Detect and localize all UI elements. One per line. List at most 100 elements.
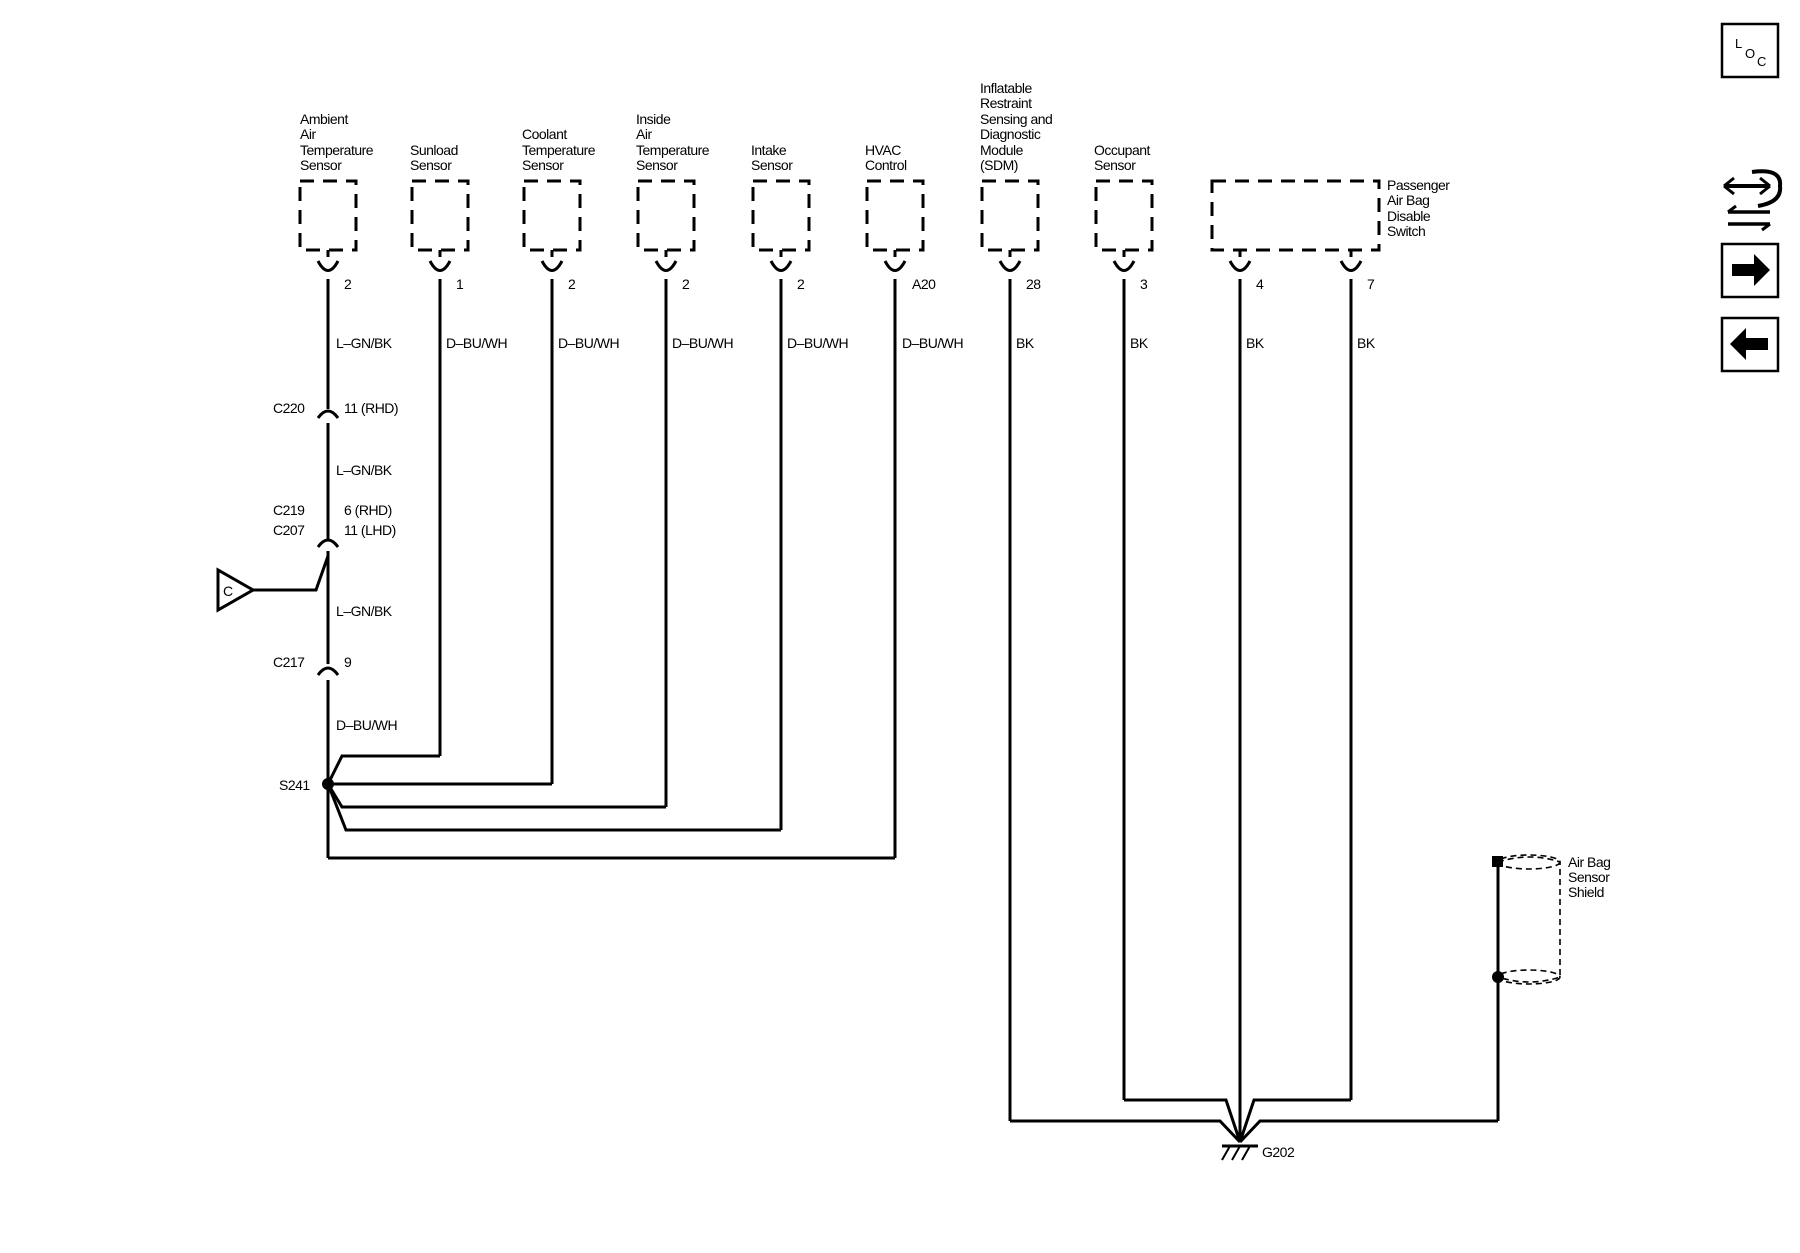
- next-page-button[interactable]: [1720, 242, 1780, 299]
- box-sdm: [980, 179, 1040, 252]
- svg-text:3: 3: [1140, 276, 1148, 292]
- loc-icon: L: [1735, 36, 1742, 51]
- svg-text:11 (LHD): 11 (LHD): [344, 522, 396, 538]
- pin-intake: [769, 250, 793, 272]
- component-boxes: [298, 179, 1381, 252]
- pin-sdm: [998, 250, 1022, 272]
- svg-text:28: 28: [1026, 276, 1041, 292]
- svg-text:2: 2: [797, 276, 805, 292]
- svg-text:C: C: [223, 583, 233, 599]
- label-ambient-air-temperature-sensor: Ambient Air Temperature Sensor: [300, 111, 374, 173]
- svg-text:4: 4: [1256, 276, 1264, 292]
- svg-text:D–BU/WH: D–BU/WH: [446, 335, 507, 351]
- wire-color-labels: L–GN/BK D–BU/WH D–BU/WH D–BU/WH D–BU/WH …: [336, 335, 1376, 733]
- svg-text:Air: Air: [636, 126, 652, 142]
- box-intake-sensor: [751, 179, 811, 252]
- svg-text:A20: A20: [912, 276, 936, 292]
- svg-text:Inside: Inside: [636, 111, 671, 127]
- pin-occupant: [1112, 250, 1136, 272]
- pin-hvac: [883, 250, 907, 272]
- label-sdm: Inflatable Restraint Sensing and Diagnos…: [980, 80, 1053, 173]
- pin-coolant: [540, 250, 564, 272]
- air-bag-sensor-shield: Air Bag Sensor Shield: [1492, 854, 1611, 985]
- svg-text:Ambient: Ambient: [300, 111, 348, 127]
- svg-text:L–GN/BK: L–GN/BK: [336, 603, 393, 619]
- svg-text:Diagnostic: Diagnostic: [980, 126, 1041, 142]
- svg-text:D–BU/WH: D–BU/WH: [787, 335, 848, 351]
- offpage-branch-wire: [253, 555, 330, 592]
- svg-text:2: 2: [568, 276, 576, 292]
- loc-button[interactable]: L O C: [1720, 22, 1780, 79]
- label-inside-air-temperature-sensor: Inside Air Temperature Sensor: [636, 111, 710, 173]
- arrow-right-icon: [1732, 254, 1770, 286]
- box-sunload-sensor: [410, 179, 470, 252]
- box-hvac-control: [865, 179, 925, 252]
- svg-text:2: 2: [344, 276, 352, 292]
- connector-c220-symbol: [316, 409, 340, 419]
- box-ambient-sensor: [298, 179, 358, 252]
- svg-text:Sensor: Sensor: [1094, 157, 1136, 173]
- box-inside-air-sensor: [636, 179, 696, 252]
- label-occupant-sensor: Occupant Sensor: [1094, 142, 1151, 173]
- ambient-circuit: [253, 279, 340, 858]
- svg-text:Passenger: Passenger: [1387, 177, 1450, 193]
- svg-text:C: C: [1757, 54, 1766, 69]
- svg-text:D–BU/WH: D–BU/WH: [558, 335, 619, 351]
- splice-s241-label: S241: [279, 777, 310, 793]
- arrow-left-icon: [1730, 328, 1768, 360]
- ground-g202-label: G202: [1262, 1144, 1295, 1160]
- svg-text:Sensor: Sensor: [1568, 869, 1610, 885]
- svg-text:Switch: Switch: [1387, 223, 1425, 239]
- svg-text:6 (RHD): 6 (RHD): [344, 502, 392, 518]
- svg-text:Coolant: Coolant: [522, 126, 567, 142]
- svg-text:Air Bag: Air Bag: [1568, 854, 1610, 870]
- pin-switch-7: [1339, 250, 1363, 272]
- label-intake-sensor: Intake Sensor: [751, 142, 794, 173]
- ground-g202-wiring: G202: [1008, 279, 1500, 1161]
- svg-text:BK: BK: [1130, 335, 1149, 351]
- svg-text:C220: C220: [273, 400, 305, 416]
- connector-labels: C220 11 (RHD) C219 6 (RHD) C207 11 (LHD)…: [273, 400, 399, 670]
- svg-text:1: 1: [456, 276, 464, 292]
- svg-text:Sunload: Sunload: [410, 142, 458, 158]
- svg-text:Sensor: Sensor: [522, 157, 564, 173]
- svg-text:Temperature: Temperature: [522, 142, 596, 158]
- svg-text:Temperature: Temperature: [636, 142, 710, 158]
- ground-symbol: [1221, 1144, 1258, 1161]
- svg-text:Air Bag: Air Bag: [1387, 192, 1429, 208]
- svg-text:Restraint: Restraint: [980, 95, 1032, 111]
- svg-text:Disable: Disable: [1387, 208, 1431, 224]
- svg-text:Sensor: Sensor: [636, 157, 678, 173]
- pin-switch-4: [1228, 250, 1252, 272]
- svg-text:(SDM): (SDM): [980, 157, 1018, 173]
- label-coolant-temperature-sensor: Coolant Temperature Sensor: [522, 126, 596, 173]
- svg-text:C219: C219: [273, 502, 305, 518]
- splice-s241-dot: [322, 778, 334, 790]
- svg-text:Sensing and: Sensing and: [980, 111, 1052, 127]
- pin-inside: [654, 250, 678, 272]
- connector-swap-button[interactable]: [1723, 169, 1783, 232]
- box-occupant-sensor: [1094, 179, 1154, 252]
- svg-text:7: 7: [1367, 276, 1375, 292]
- label-sunload-sensor: Sunload Sensor: [410, 142, 458, 173]
- previous-page-button[interactable]: [1720, 316, 1780, 373]
- svg-text:11 (RHD): 11 (RHD): [344, 400, 398, 416]
- svg-text:D–BU/WH: D–BU/WH: [672, 335, 733, 351]
- svg-text:O: O: [1745, 46, 1755, 61]
- svg-text:Control: Control: [865, 157, 907, 173]
- svg-text:Intake: Intake: [751, 142, 787, 158]
- pin-symbols: [316, 250, 1363, 272]
- svg-text:C217: C217: [273, 654, 305, 670]
- svg-text:HVAC: HVAC: [865, 142, 901, 158]
- svg-text:2: 2: [682, 276, 690, 292]
- svg-text:9: 9: [344, 654, 352, 670]
- label-passenger-air-bag-disable-switch: Passenger Air Bag Disable Switch: [1387, 177, 1451, 239]
- pin-numbers: 2 1 2 2 2 A20 28 3 4 7: [344, 276, 1376, 292]
- box-passenger-switch: [1210, 179, 1381, 252]
- pin-ambient: [316, 250, 340, 272]
- svg-text:D–BU/WH: D–BU/WH: [336, 717, 397, 733]
- box-coolant-sensor: [522, 179, 582, 252]
- pin-sunload: [428, 250, 452, 272]
